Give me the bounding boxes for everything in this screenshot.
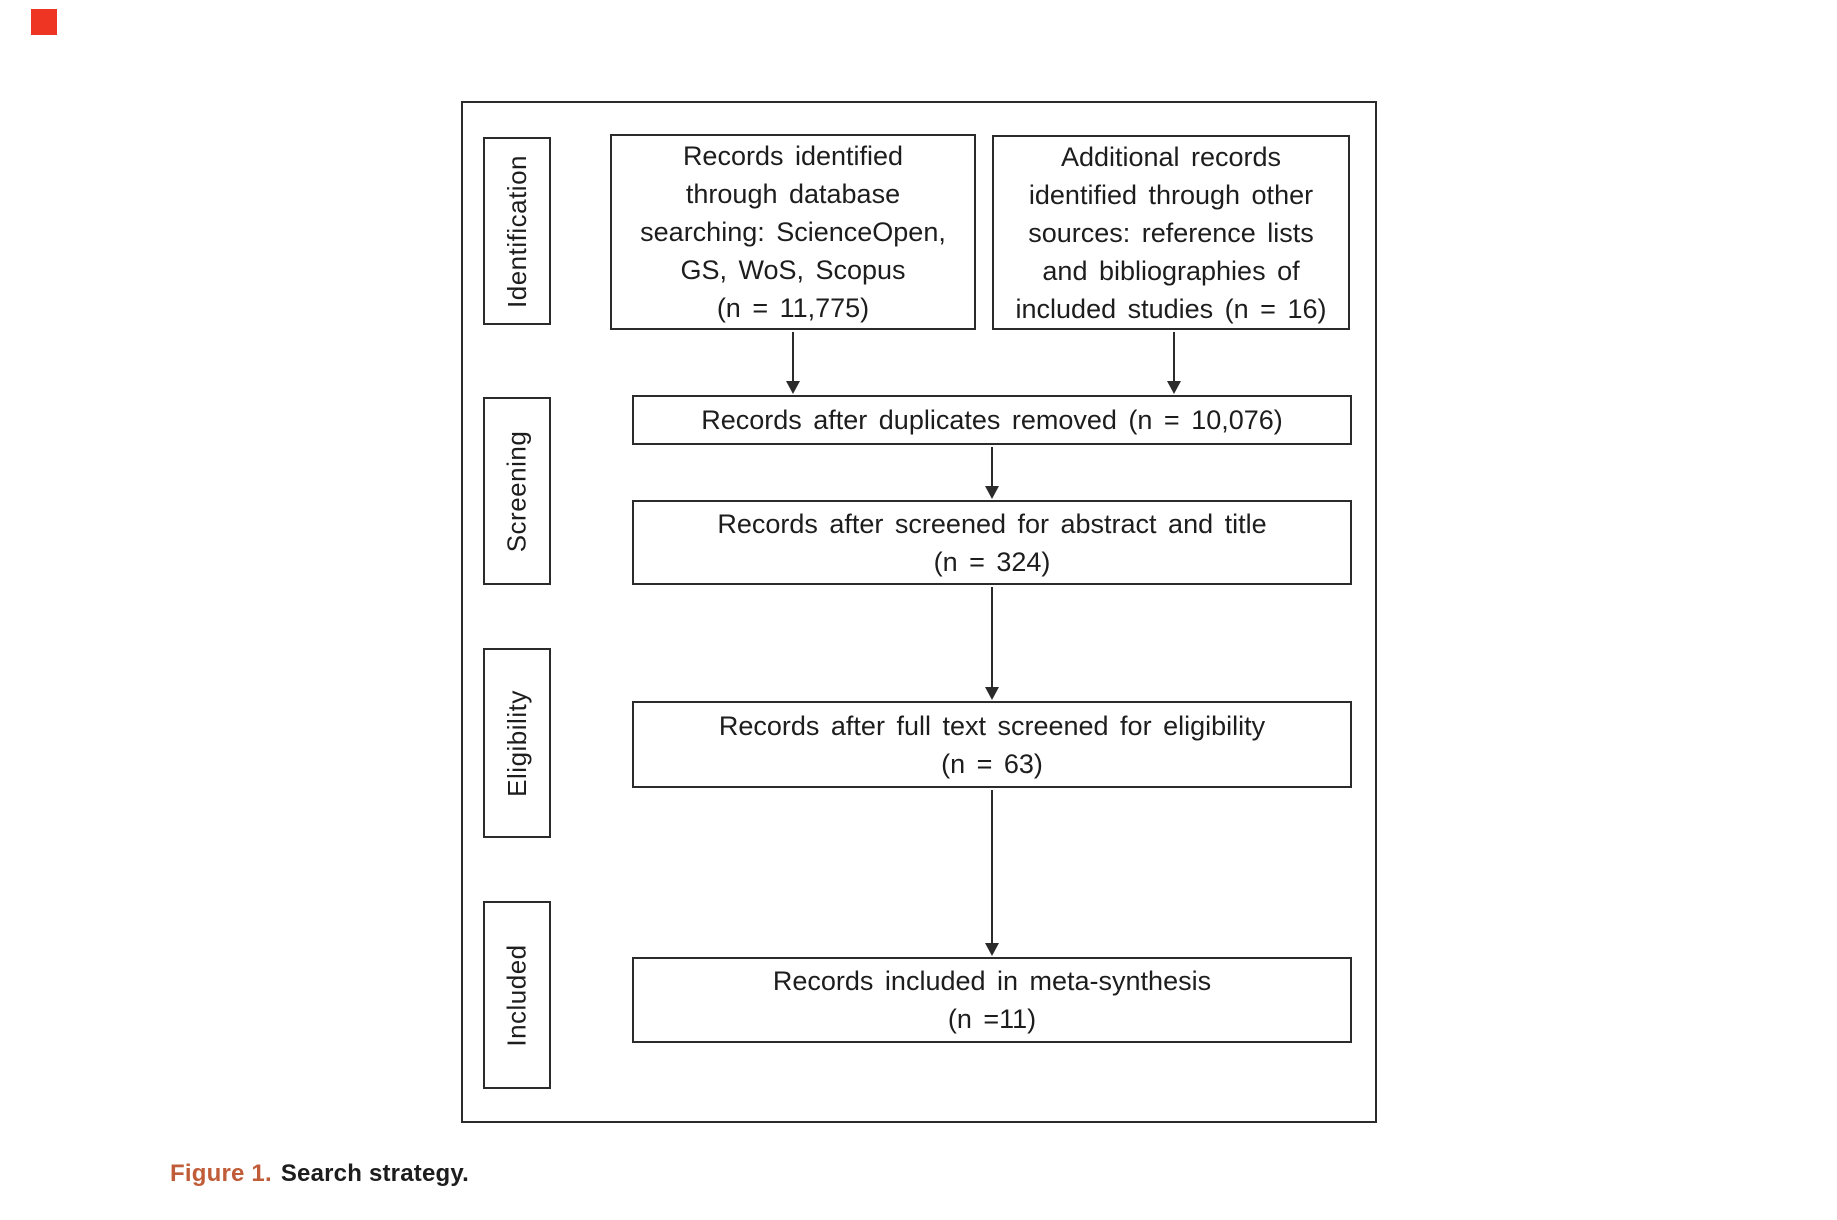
stage-label-eligibility: Eligibility bbox=[483, 648, 551, 838]
flow-arrow-additional-to-duplicates bbox=[1167, 332, 1181, 394]
node-additional-records: Additional records identified through ot… bbox=[992, 135, 1350, 330]
figure-caption-label: Figure 1. bbox=[170, 1160, 272, 1187]
stage-label-text: Screening bbox=[501, 430, 532, 552]
figure-caption: Figure 1. Search strategy. bbox=[170, 1160, 469, 1188]
stage-label-screening: Screening bbox=[483, 397, 551, 585]
stage-label-text: Eligibility bbox=[501, 689, 532, 797]
node-meta-synthesis-included: Records included in meta-synthesis (n =1… bbox=[632, 957, 1352, 1043]
stage-label-identification: Identification bbox=[483, 137, 551, 325]
node-duplicates-removed: Records after duplicates removed (n = 10… bbox=[632, 395, 1352, 445]
node-fulltext-screened: Records after full text screened for eli… bbox=[632, 701, 1352, 788]
flow-arrow-screened-to-fulltext bbox=[985, 587, 999, 700]
stage-label-text: Identification bbox=[501, 154, 532, 308]
stage-label-included: Included bbox=[483, 901, 551, 1089]
flow-arrow-identified-to-duplicates bbox=[786, 332, 800, 394]
node-title-abstract-screened: Records after screened for abstract and … bbox=[632, 500, 1352, 585]
stage-label-text: Included bbox=[501, 943, 532, 1047]
node-records-identified: Records identified through database sear… bbox=[610, 134, 976, 330]
flow-arrow-duplicates-to-screened bbox=[985, 447, 999, 499]
flow-arrow-fulltext-to-included bbox=[985, 790, 999, 956]
flow-diagram-frame bbox=[461, 101, 1377, 1123]
red-corner-marker bbox=[31, 9, 57, 35]
figure-caption-text: Search strategy. bbox=[280, 1160, 470, 1187]
